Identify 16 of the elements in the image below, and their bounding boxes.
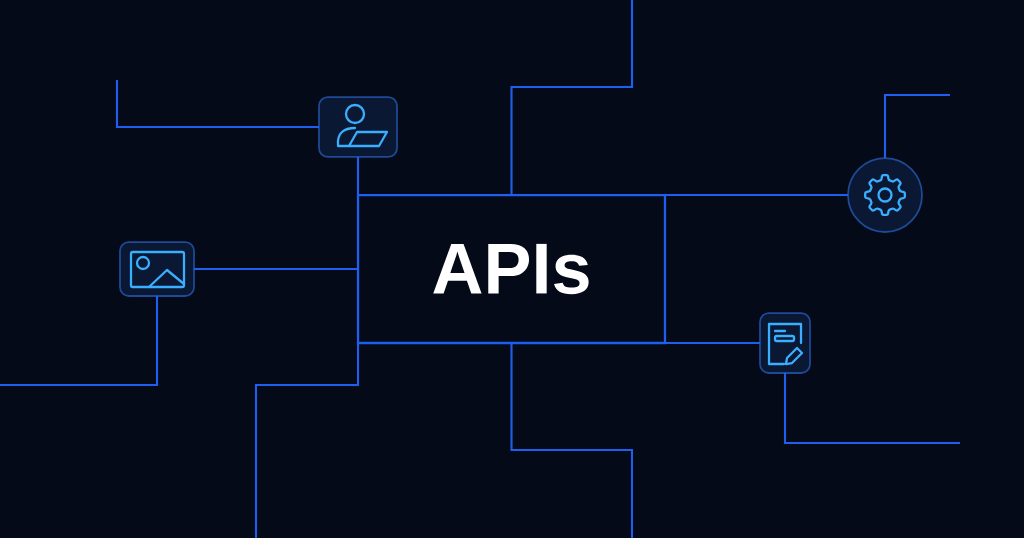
- connector-line: [0, 296, 159, 387]
- connector-line: [510, 0, 634, 195]
- connector-line: [665, 341, 760, 345]
- connector-line: [115, 80, 319, 129]
- hub-box: APIs: [356, 193, 667, 345]
- connector-line: [510, 343, 634, 538]
- connector-line: [883, 93, 950, 158]
- connector-line: [783, 373, 960, 445]
- gear-icon: [847, 157, 923, 233]
- connector-line: [194, 267, 359, 271]
- document-edit-icon: [759, 312, 811, 374]
- connector-line: [356, 157, 360, 195]
- connector-line: [665, 193, 848, 197]
- connector-line: [254, 343, 360, 538]
- image-icon: [119, 241, 195, 297]
- user-laptop-icon: [318, 96, 398, 158]
